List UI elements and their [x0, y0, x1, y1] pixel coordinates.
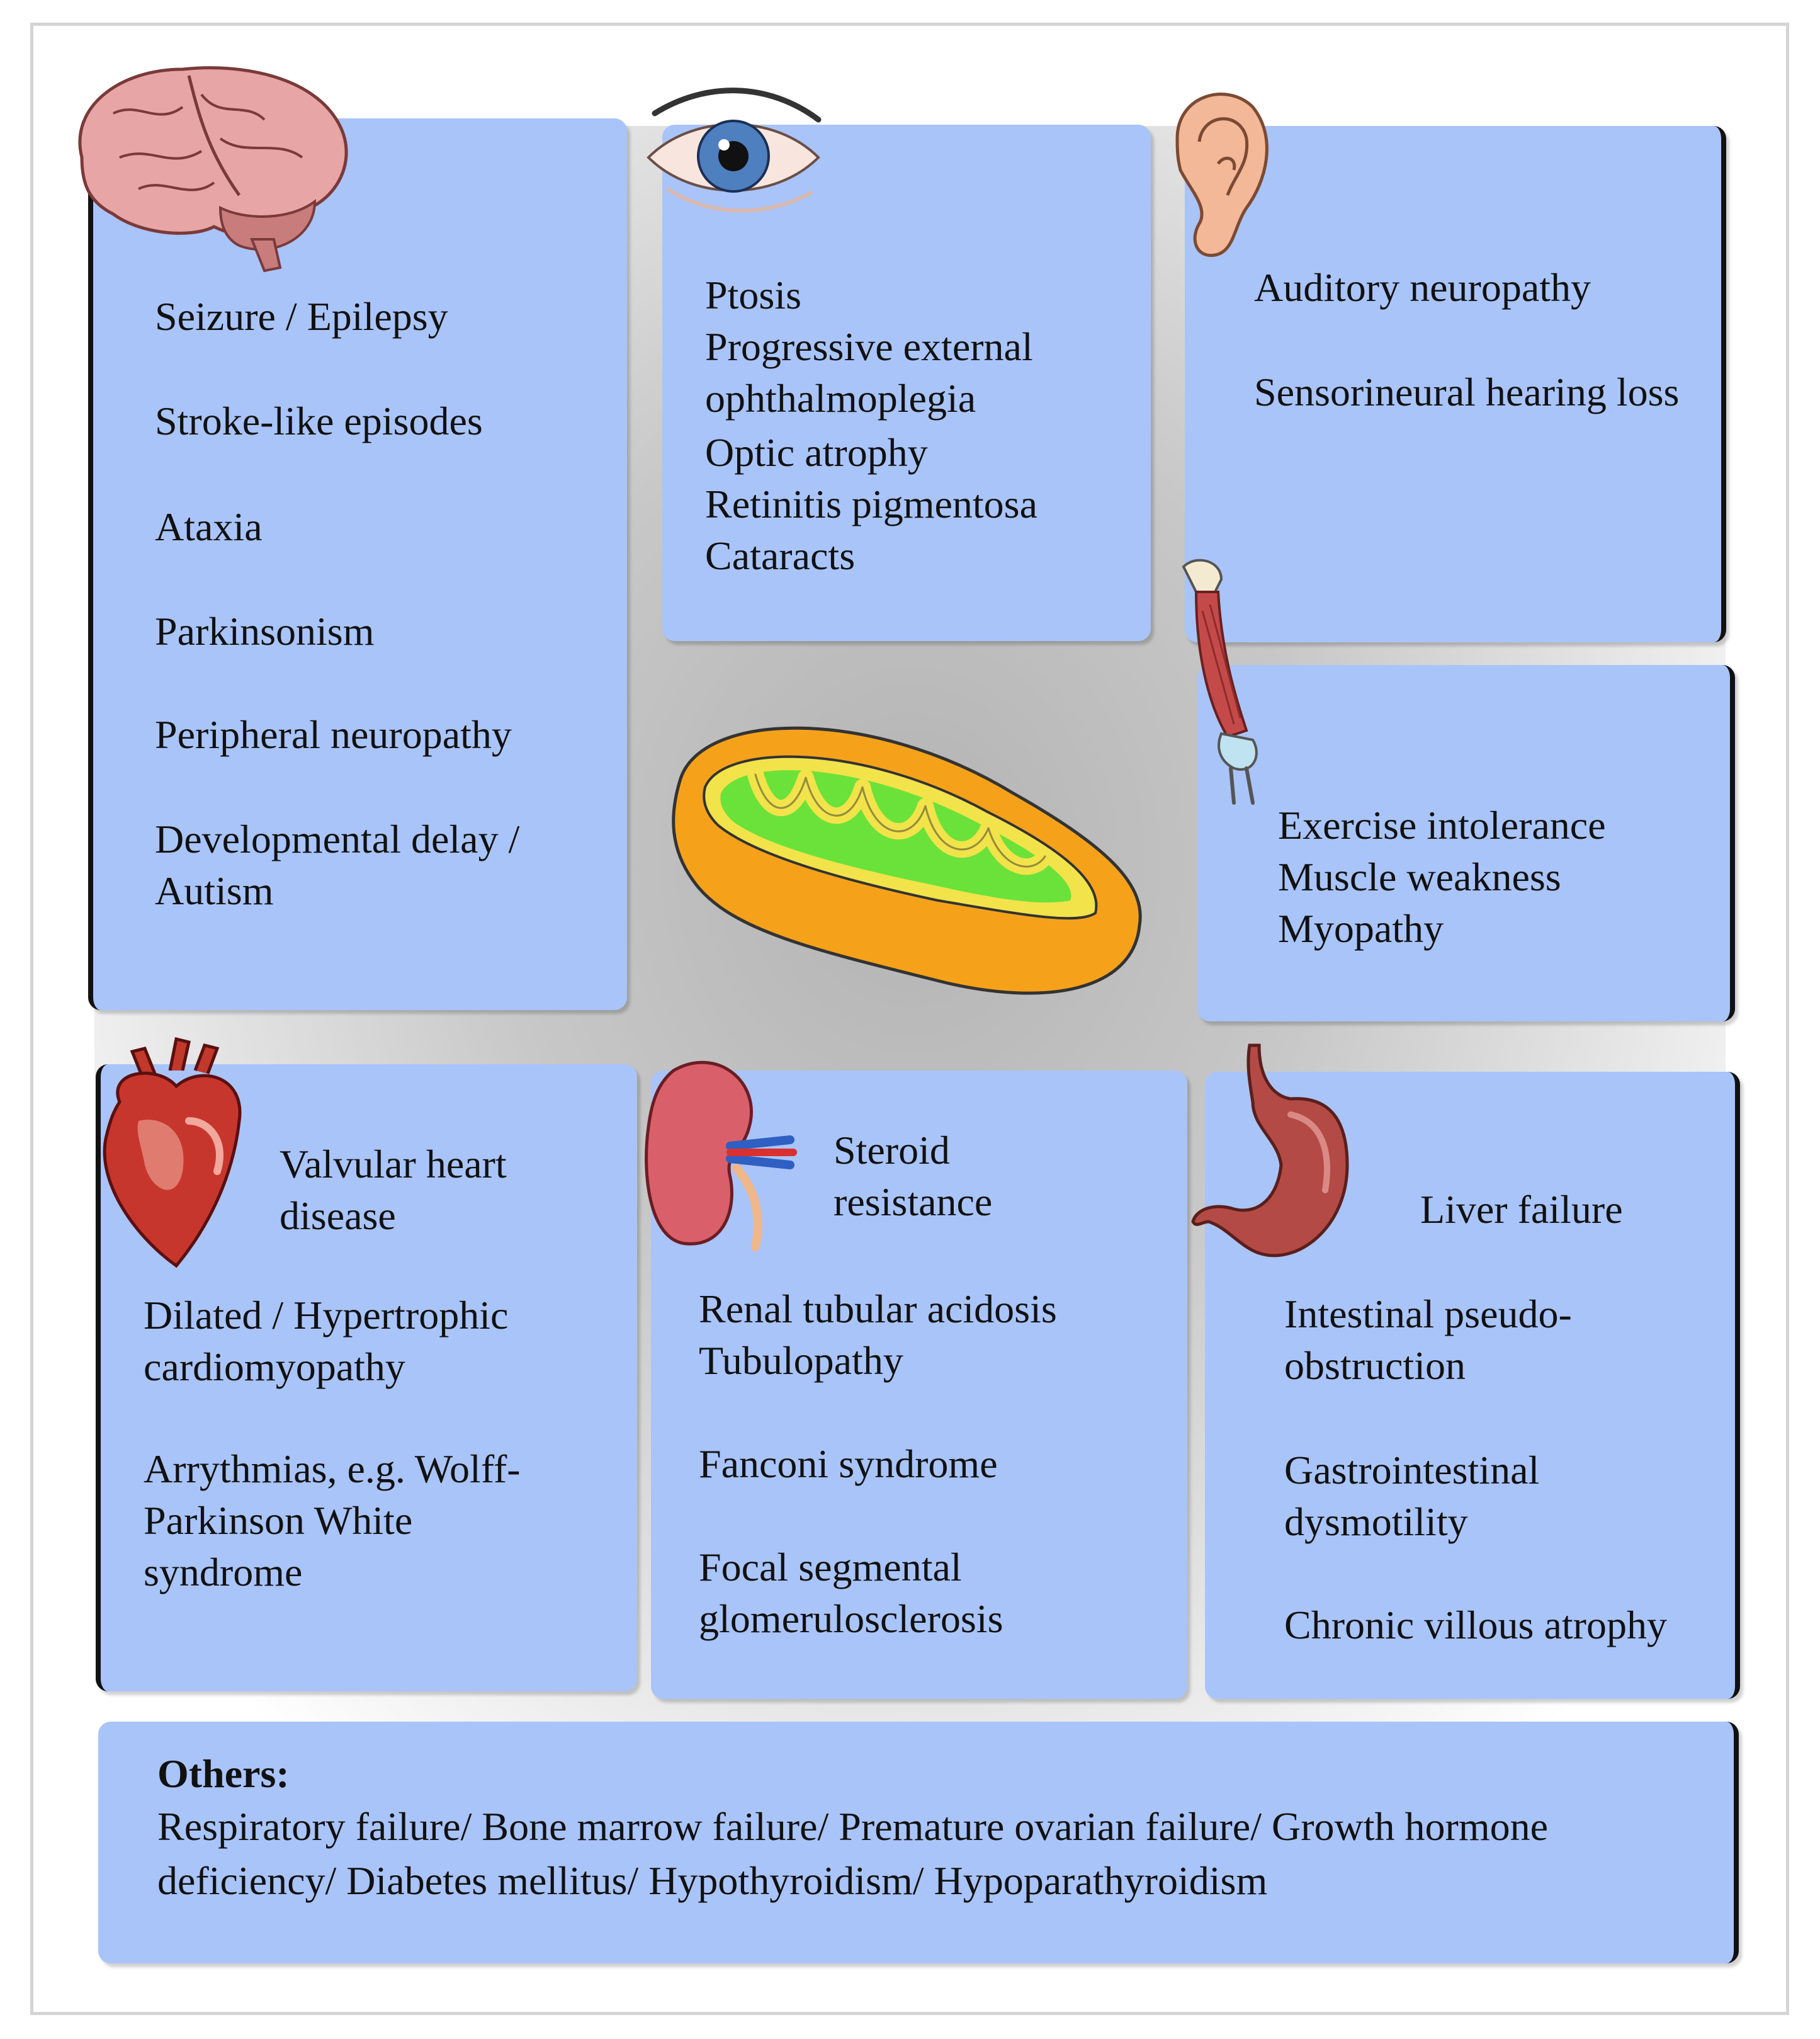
others-panel [98, 1722, 1739, 1963]
muscle-item: Exercise intolerance [1278, 803, 1606, 848]
ear-item: Sensorineural hearing loss [1254, 370, 1680, 414]
kidney-title: Steroid resistance [834, 1128, 993, 1224]
kidney-item: Focal segmental glomerulosclerosis [699, 1545, 1003, 1641]
brain-item: Seizure / Epilepsy [155, 294, 448, 339]
heart-item: Dilated / Hypertrophic cardiomyopathy [144, 1293, 509, 1389]
kidney-item: Fanconi syndrome [699, 1441, 998, 1486]
muscle-item: Muscle weakness [1278, 855, 1561, 899]
stomach-icon [1191, 1043, 1349, 1258]
brain-item: Ataxia [155, 504, 263, 549]
eye-icon [647, 88, 822, 213]
heart-icon [103, 1037, 242, 1268]
muscle-item: Myopathy [1278, 906, 1444, 951]
others-heading: Others: [157, 1751, 290, 1796]
ear-item: Auditory neuropathy [1254, 265, 1591, 310]
heart-item: Arrythmias, e.g. Wolff-Parkinson White s… [144, 1446, 521, 1594]
eye-item: Optic atrophy [705, 430, 928, 475]
eye-item: Progressive external ophthalmoplegia [705, 324, 1033, 421]
brain-item: Developmental delay / Autism [155, 817, 520, 913]
brain-item: Stroke-like episodes [155, 399, 483, 443]
brain-icon [78, 66, 348, 273]
muscle-icon [1182, 559, 1258, 805]
mitochondrion-icon [672, 726, 1142, 995]
kidney-item: Tubulopathy [699, 1338, 903, 1383]
heart-title: Valvular heart disease [280, 1142, 507, 1238]
muscle-panel [1197, 665, 1735, 1021]
kidney-item: Renal tubular acidosis [699, 1286, 1057, 1331]
gut-title: Liver failure [1420, 1187, 1623, 1232]
eye-item: Cataracts [705, 533, 856, 578]
gut-item: Intestinal pseudo-obstruction [1284, 1292, 1572, 1388]
kidney-icon [645, 1060, 797, 1251]
brain-item: Parkinsonism [155, 609, 375, 654]
eye-item: Retinitis pigmentosa [705, 482, 1037, 526]
gut-item: Gastrointestinal dysmotility [1284, 1448, 1540, 1544]
ear-icon [1175, 93, 1269, 257]
brain-panel [88, 118, 627, 1010]
gut-item: Chronic villous atrophy [1284, 1603, 1667, 1647]
brain-item: Peripheral neuropathy [155, 712, 512, 757]
others-text: Respiratory failure/ Bone marrow failure… [157, 1804, 1548, 1903]
ear-panel [1185, 126, 1726, 642]
eye-item: Ptosis [705, 273, 801, 317]
